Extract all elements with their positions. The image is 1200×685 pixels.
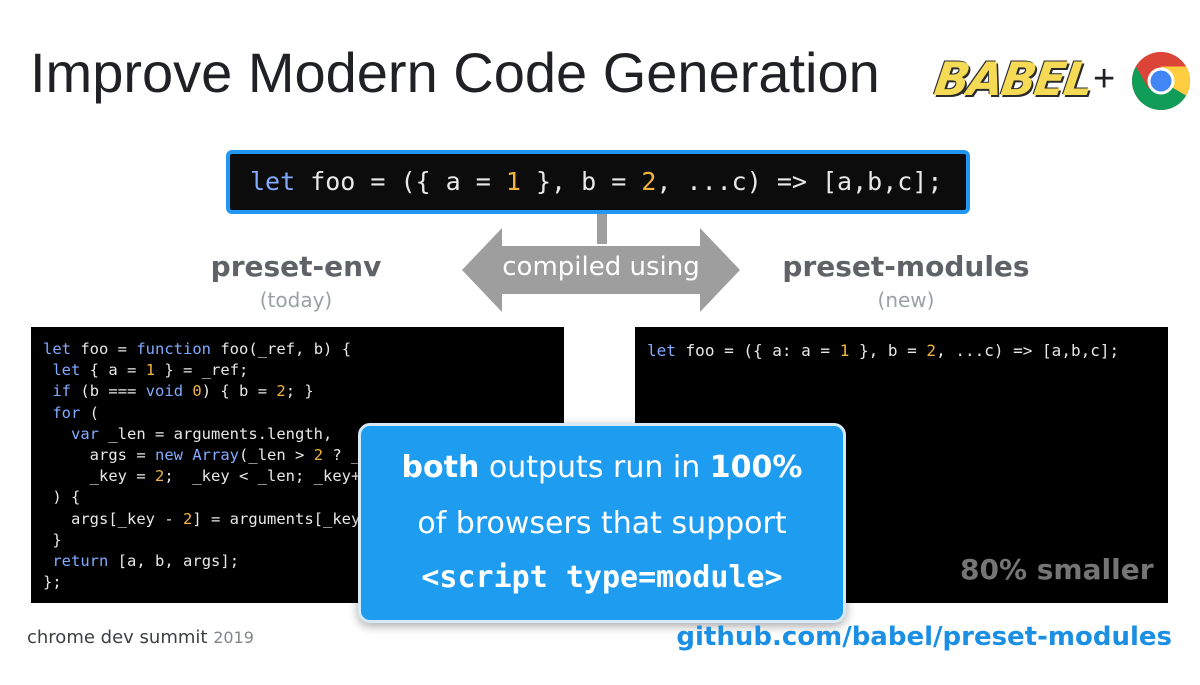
code-line: var _len = arguments.length, — [71, 424, 333, 443]
code-line: }; — [43, 573, 62, 592]
code-line: let foo = ({ a: a = 1 }, b = 2, ...c) =>… — [647, 341, 1120, 360]
code-line: let foo = function foo(_ref, b) { — [43, 340, 352, 358]
logo-plus: + — [1093, 58, 1116, 100]
footer-brand-name: chrome dev summit — [27, 627, 208, 648]
babel-logo: BABEL — [931, 52, 1096, 106]
code-token: }, b = — [520, 167, 642, 196]
code-line: _key = 2; _key < _len; _key+ — [89, 467, 361, 486]
chrome-icon — [1132, 52, 1190, 110]
callout-bold-percent: 100% — [709, 450, 803, 485]
code-line: ) { — [43, 488, 81, 507]
code-line: } — [43, 530, 62, 549]
arrow-label: compiled using — [502, 252, 700, 282]
code-token-keyword: let — [250, 167, 296, 196]
code-token-number: 2 — [641, 167, 657, 196]
preset-env-code: let foo = function foo(_ref, b) { let { … — [43, 339, 564, 593]
code-token: foo = ({ a = — [295, 167, 506, 196]
code-token-number: 1 — [505, 167, 521, 196]
logo-area: BABEL + — [931, 52, 1195, 112]
footer-brand: chrome dev summit 2019 — [27, 627, 254, 648]
github-link[interactable]: github.com/babel/preset-modules — [676, 622, 1172, 652]
connector-line — [597, 214, 607, 244]
callout-line-3: <script type=module> — [421, 560, 783, 595]
right-heading: preset-modules — [782, 250, 1030, 283]
callout-bold-both: both — [401, 450, 480, 485]
left-heading: preset-env — [210, 250, 382, 283]
callout-box: both outputs run in 100% of browsers tha… — [358, 423, 846, 623]
right-subheading: (new) — [877, 288, 935, 312]
code-line: args = new Array(_len > 2 ? _ — [89, 446, 361, 465]
code-line: for ( — [52, 403, 100, 422]
callout-line-2: of browsers that support — [417, 506, 787, 541]
code-line: return [a, b, args]; — [52, 552, 240, 571]
slide-title: Improve Modern Code Generation — [30, 41, 880, 104]
left-subheading: (today) — [259, 288, 333, 312]
preset-modules-code: let foo = ({ a: a = 1 }, b = 2, ...c) =>… — [647, 340, 1168, 361]
callout-line-1: both outputs run in 100% — [361, 448, 843, 488]
double-arrow-icon — [462, 228, 740, 312]
code-line: if (b === void 0) { b = 2; } — [52, 382, 314, 401]
code-line: args[_key - 2] = arguments[_key — [71, 509, 361, 528]
callout-text: outputs run in — [479, 450, 710, 485]
size-badge: 80% smaller — [960, 553, 1154, 586]
input-code-bar: let foo = ({ a = 1 }, b = 2, ...c) => [a… — [226, 150, 970, 214]
code-token: , ...c) => [a,b,c]; — [656, 167, 943, 196]
footer-year: 2019 — [213, 628, 254, 647]
code-line: let { a = 1 } = _ref; — [52, 361, 249, 380]
